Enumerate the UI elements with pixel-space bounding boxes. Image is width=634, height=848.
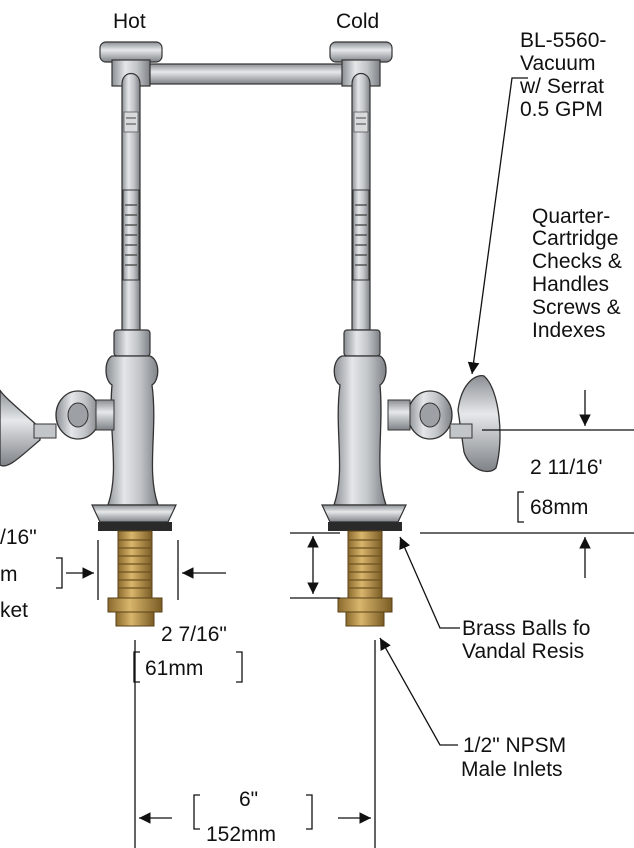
model-line-1: BL-5560-	[520, 29, 606, 52]
handle-line-1: Quarter-	[532, 205, 610, 228]
labels: Hot Cold BL-5560- Vacuum w/ Serrat 0.5 G…	[0, 10, 622, 846]
brass-line-2: Vandal Resis	[462, 640, 584, 663]
dim-shank-word: ket	[0, 599, 28, 622]
hot-label: Hot	[113, 10, 146, 33]
dim-center-metric: 152mm	[206, 823, 276, 846]
dim-handle-metric: 68mm	[530, 496, 588, 519]
model-line-2: Vacuum	[520, 52, 595, 75]
cold-faucet	[321, 41, 501, 627]
handle-line-4: Handles	[532, 273, 609, 296]
handle-line-5: Screws &	[532, 296, 621, 319]
dim-handle-imperial: 2 11/16'	[530, 456, 603, 479]
crossbar	[149, 63, 349, 85]
dim-shank-metric: m	[0, 563, 18, 586]
handle-line-3: Checks &	[532, 250, 622, 273]
dim-inlet-metric: 61mm	[145, 657, 203, 680]
inlet-line-1: 1/2" NPSM	[463, 734, 566, 757]
hot-faucet	[0, 41, 177, 627]
model-line-3: w/ Serrat	[519, 75, 604, 98]
handle-line-6: Indexes	[532, 319, 606, 342]
model-line-4: 0.5 GPM	[520, 98, 603, 121]
dim-center-imperial: 6"	[239, 788, 258, 811]
dim-inlet-imperial: 2 7/16"	[161, 623, 227, 646]
dimension-lines	[56, 77, 634, 848]
handle-line-2: Cartridge	[532, 227, 618, 250]
cold-label: Cold	[336, 10, 379, 33]
dim-shank-imperial: /16"	[0, 526, 37, 549]
brass-line-1: Brass Balls fo	[462, 617, 590, 640]
inlet-line-2: Male Inlets	[461, 758, 563, 781]
